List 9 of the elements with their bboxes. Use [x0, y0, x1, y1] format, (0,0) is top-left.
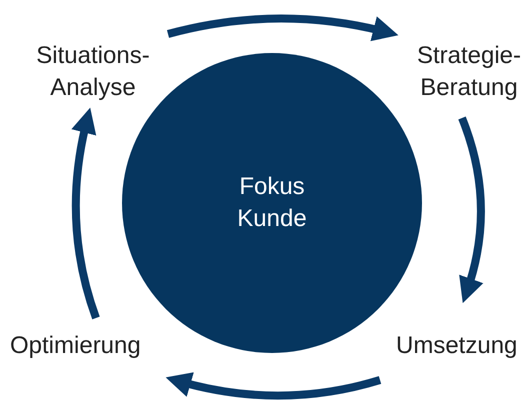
center-label: Fokus Kunde — [236, 172, 308, 234]
step-label: Optimierung — [10, 296, 180, 386]
curved-arrow — [72, 108, 100, 320]
step-label: Umsetzung — [352, 292, 528, 390]
step-label: Situations- Analyse — [28, 22, 200, 112]
step-label: Strategie- Beratung — [370, 22, 528, 124]
curved-arrow — [166, 372, 382, 400]
curved-arrow — [458, 116, 485, 304]
curved-arrow — [167, 14, 398, 42]
